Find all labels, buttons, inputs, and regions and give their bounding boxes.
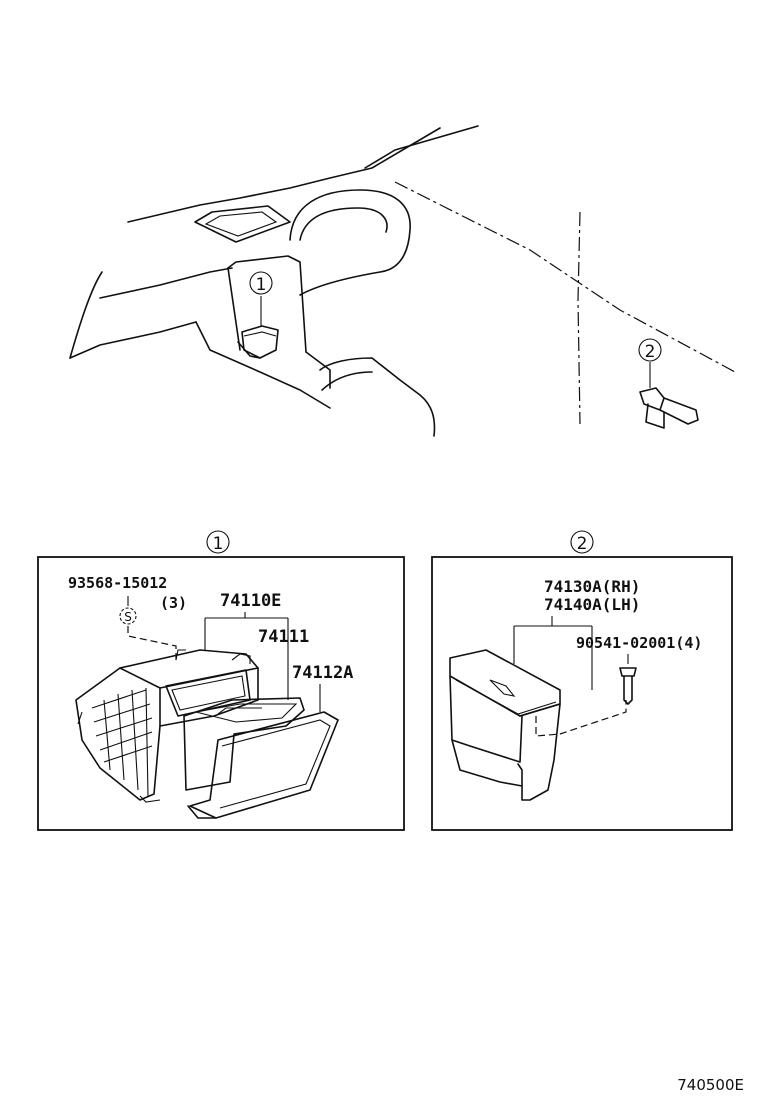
part-74130a: 74130A(RH) <box>544 577 640 596</box>
ashtray-inner-box <box>183 697 305 791</box>
panel-2-frame <box>431 556 733 831</box>
callout-2-panel-header: 2 <box>570 530 594 554</box>
rear-ashtray-box <box>449 649 627 801</box>
callout-1-panel-header: 1 <box>206 530 230 554</box>
svg-text:2: 2 <box>577 534 588 554</box>
part-93568-qty: (3) <box>160 594 187 612</box>
svg-text:1: 1 <box>213 534 224 554</box>
dashboard-overview <box>69 125 736 437</box>
screw-symbol: S <box>119 596 177 660</box>
svg-text:S: S <box>124 610 132 624</box>
callout-1-overview: 1 <box>249 271 273 295</box>
part-74140a: 74140A(LH) <box>544 595 640 614</box>
callout-2-overview: 2 <box>638 338 662 362</box>
figure-code: 740500E <box>677 1076 744 1094</box>
svg-text:1: 1 <box>256 275 267 295</box>
screw-90541 <box>619 667 637 705</box>
ashtray-lid <box>187 711 339 819</box>
part-93568-15012: 93568-15012 <box>68 574 167 592</box>
panel-1-leaders <box>204 612 321 712</box>
panel-1-frame <box>37 556 405 831</box>
svg-text:2: 2 <box>645 342 656 362</box>
part-74110e: 74110E <box>220 591 281 611</box>
part-74112a: 74112A <box>292 663 353 683</box>
part-74111: 74111 <box>258 627 309 647</box>
panel-1-labels: 93568-15012 (3) 74110E 74111 74112A <box>68 574 353 683</box>
panel-2-leaders <box>513 616 629 690</box>
panel-2-labels: 74130A(RH) 74140A(LH) 90541-02001(4) <box>544 577 702 652</box>
part-90541-02001: 90541-02001(4) <box>576 634 702 652</box>
